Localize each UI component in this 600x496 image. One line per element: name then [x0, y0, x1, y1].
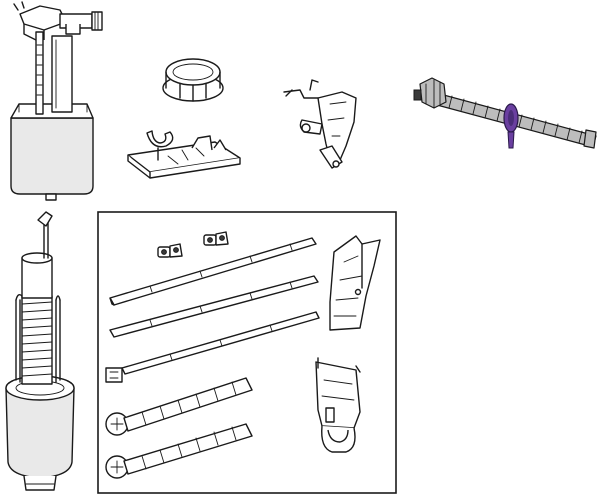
anchor-bolt-icon [105, 377, 253, 436]
flexible-hose-icon [413, 77, 597, 149]
threaded-rod-icon [105, 311, 320, 383]
lever-linkage-icon [283, 79, 357, 169]
mounting-bracket-icon [127, 130, 241, 179]
threaded-rod-icon [109, 237, 317, 306]
anchor-bolt-icon [105, 423, 253, 479]
wall-bracket-icon [315, 357, 361, 453]
clip-icon [203, 231, 229, 246]
threaded-rod-icon [109, 275, 319, 338]
rod-guide-icon [329, 235, 381, 331]
fill-valve-icon [10, 1, 103, 201]
flush-valve-icon [5, 211, 75, 491]
clip-icon [157, 243, 183, 258]
kit-box-frame [97, 211, 397, 494]
ring-clip-icon [162, 58, 224, 102]
